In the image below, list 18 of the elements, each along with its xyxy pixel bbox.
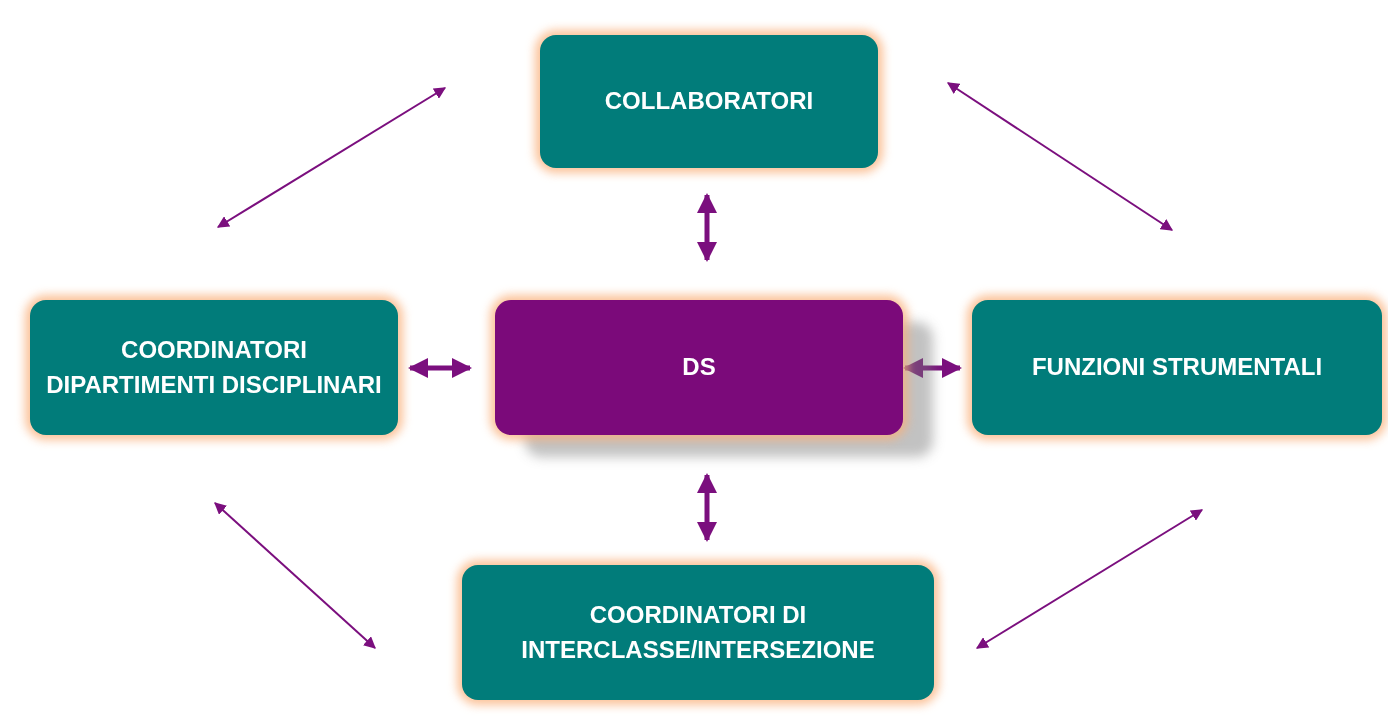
double-arrow [408, 358, 472, 378]
box-label: COORDINATORI DIPARTIMENTI DISCIPLINARI [45, 334, 383, 400]
box-label: COLLABORATORI [604, 86, 814, 117]
double-arrow [214, 502, 376, 649]
box-label: FUNZIONI STRUMENTALI [1031, 352, 1323, 383]
double-arrow [976, 509, 1203, 649]
double-arrow [217, 87, 446, 228]
process-box [972, 300, 1382, 435]
process-box [30, 300, 398, 435]
central-box [495, 300, 903, 435]
process-box [540, 35, 878, 168]
box-label: DS [682, 352, 716, 383]
double-arrow [947, 82, 1173, 231]
double-arrow [697, 473, 717, 542]
double-arrow [697, 193, 717, 262]
process-box [462, 565, 934, 700]
box-label: COORDINATORI DI INTERCLASSE/INTERSEZIONE [520, 599, 876, 665]
double-arrow [903, 358, 962, 378]
